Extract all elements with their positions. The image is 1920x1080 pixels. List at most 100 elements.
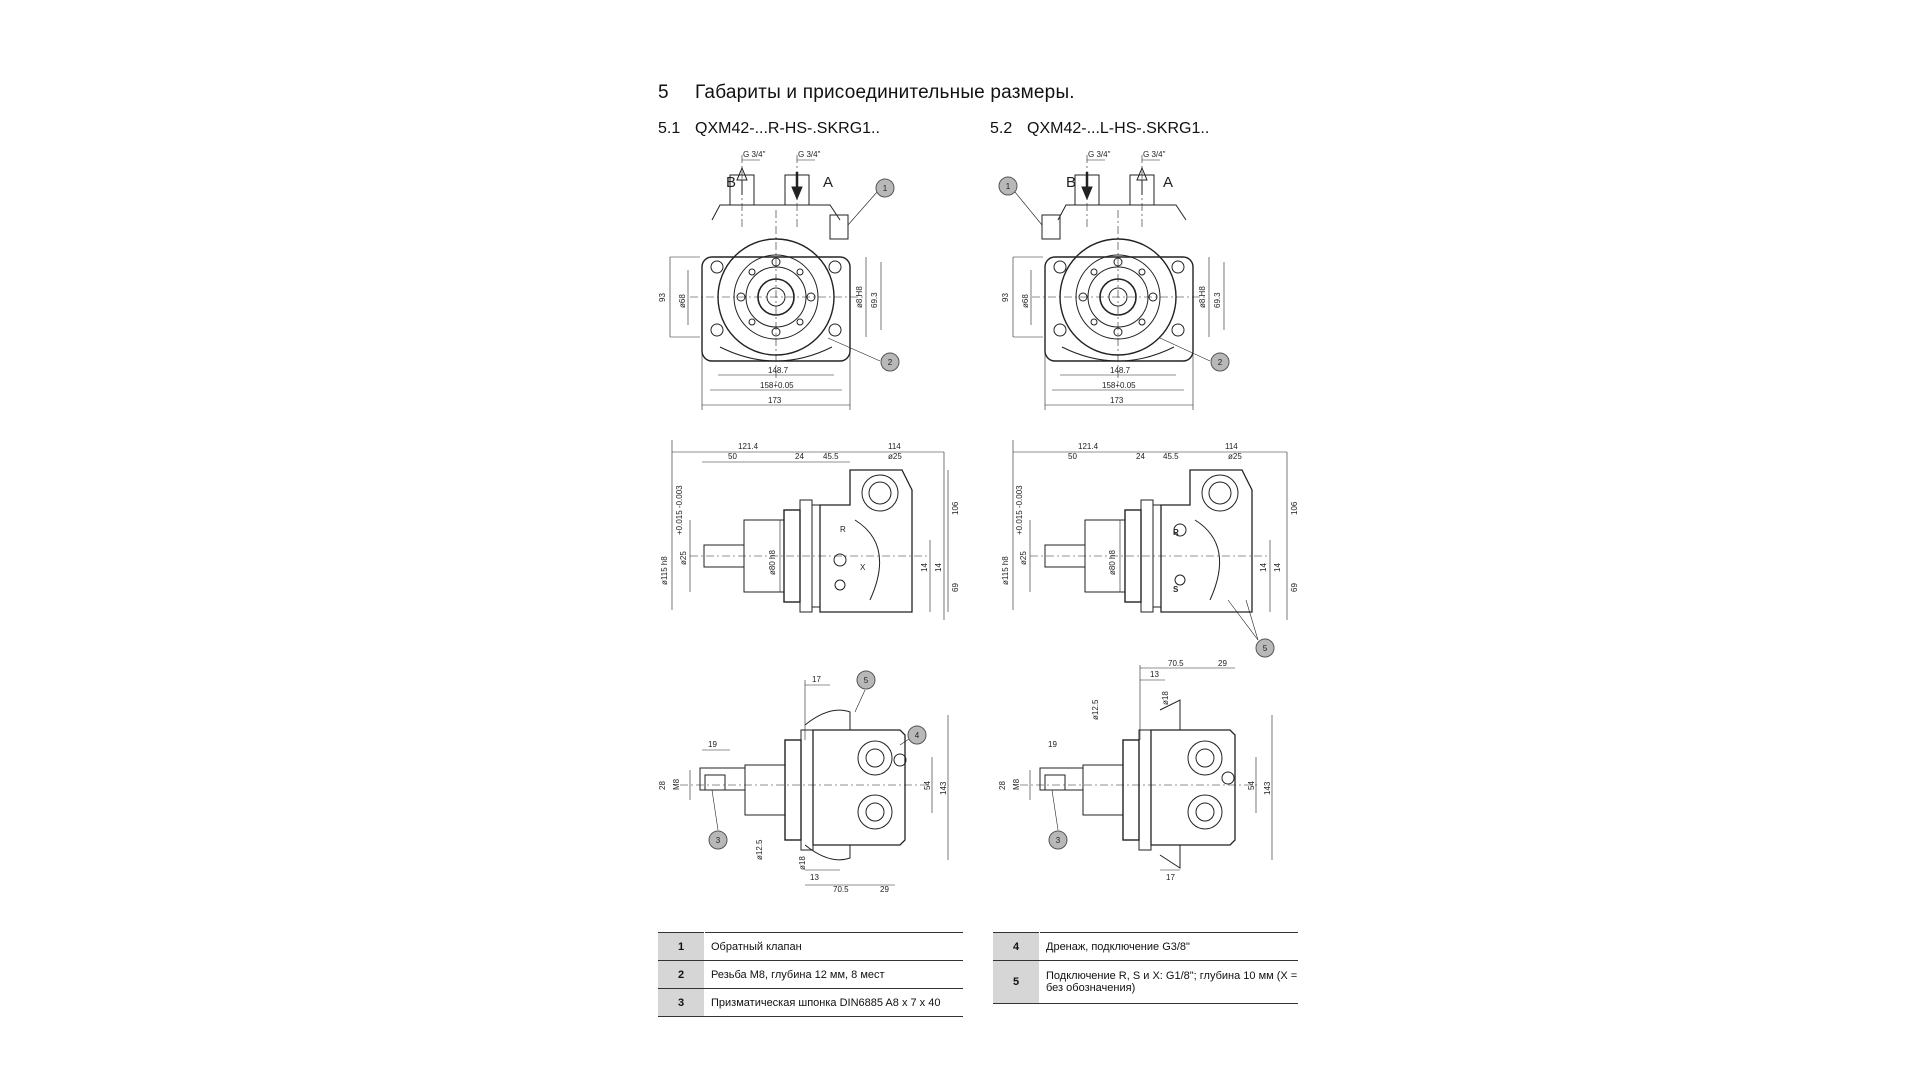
lbl-68-left: ø68 — [678, 294, 687, 308]
legend-row: 2 Резьба M8, глубина 12 мм, 8 мест — [658, 960, 963, 989]
legend-text: Призматическая шпонка DIN6885 A8 x 7 x 4… — [704, 988, 963, 1017]
callout-1-right — [998, 176, 1018, 196]
callout-2-left — [880, 352, 900, 372]
callout-num-5-right: 5 — [1263, 644, 1268, 653]
lbl-8h8-right: ø8 H8 — [1198, 286, 1207, 308]
lbl-port-b-left: B — [726, 174, 736, 191]
lbl-69-3-right: 69.3 — [1213, 292, 1222, 308]
variant-left-text: QXM42-...R-HS-.SKRG1.. — [695, 120, 880, 137]
lbl-port-a-right: A — [1163, 174, 1173, 191]
lbl-tol-right: +0.015 -0.003 — [1015, 485, 1024, 535]
lbl-14b-right: 14 — [1273, 563, 1282, 572]
right-side-view: R S — [1012, 440, 1288, 658]
lbl-m8-left: M8 — [672, 778, 681, 790]
lbl-13-left: 13 — [810, 873, 819, 882]
legend-num: 3 — [658, 988, 705, 1017]
lbl-28-right: 28 — [998, 781, 1007, 790]
right-r-label: R — [1173, 528, 1179, 537]
lbl-12-5-right: ø12.5 — [1091, 699, 1100, 720]
lbl-54-left: 54 — [923, 781, 932, 790]
lbl-14a-left: 14 — [920, 563, 929, 572]
right-front-view — [998, 155, 1230, 410]
lbl-50-right: 50 — [1068, 452, 1077, 461]
lbl-18-left: ø18 — [798, 856, 807, 870]
lbl-g-r1: G 3/4" — [1088, 150, 1111, 159]
legend-text: Резьба M8, глубина 12 мм, 8 мест — [704, 960, 963, 989]
left-front-view — [669, 155, 900, 410]
lbl-143-right: 143 — [1263, 781, 1272, 795]
right-s-label: S — [1173, 585, 1179, 594]
legend-row: 5 Подключение R, S и X: G1/8"; глубина 1… — [993, 960, 1298, 1004]
lbl-tol-left: +0.015 -0.003 — [675, 485, 684, 535]
lbl-g-l2: G 3/4" — [798, 150, 821, 159]
lbl-148-right: 148.7 — [1110, 366, 1131, 375]
lbl-158-left: 158+0.05 — [760, 381, 794, 390]
lbl-g-r2: G 3/4" — [1143, 150, 1166, 159]
lbl-54-right: 54 — [1247, 781, 1256, 790]
callout-4-left — [907, 725, 927, 745]
lbl-18-right: ø18 — [1161, 691, 1170, 705]
lbl-29-right: 29 — [1218, 659, 1227, 668]
left-x-label: X — [860, 563, 866, 572]
lbl-17-right: 17 — [1166, 873, 1175, 882]
left-side-view: R X — [671, 440, 949, 620]
callout-num-3-right: 3 — [1056, 836, 1061, 845]
variant-left-number: 5.1 — [658, 120, 681, 137]
lbl-28-left: 28 — [658, 781, 667, 790]
lbl-148-left: 148.7 — [768, 366, 789, 375]
lbl-106-left: 106 — [951, 501, 960, 515]
legend-num: 1 — [658, 932, 705, 961]
lbl-25-left-top: ø25 — [888, 452, 902, 461]
callout-num-2-right: 2 — [1218, 358, 1223, 367]
callout-3-right — [1048, 830, 1068, 850]
lbl-158-right: 158+0.05 — [1102, 381, 1136, 390]
callout-1-left — [875, 178, 895, 198]
lbl-93-right: 93 — [1001, 293, 1010, 302]
lbl-17-left: 17 — [812, 675, 821, 684]
lbl-93-left: 93 — [658, 293, 667, 302]
section-title-text: Габариты и присоединительные размеры. — [695, 82, 1075, 103]
lbl-115h8-left: ø115 h8 — [660, 556, 669, 585]
callout-num-5-left: 5 — [864, 676, 869, 685]
left-r-label: R — [840, 525, 846, 534]
lbl-29-left: 29 — [880, 885, 889, 894]
lbl-69-3-left: 69.3 — [870, 292, 879, 308]
variant-right-text: QXM42-...L-HS-.SKRG1.. — [1027, 120, 1210, 137]
lbl-19-right: 19 — [1048, 740, 1057, 749]
lbl-24-right: 24 — [1136, 452, 1145, 461]
legend-text: Дренаж, подключение G3/8" — [1039, 932, 1298, 961]
lbl-173-left: 173 — [768, 396, 782, 405]
left-top-view — [680, 670, 949, 886]
lbl-115h8-right: ø115 h8 — [1001, 556, 1010, 585]
lbl-80h8-left: ø80 h8 — [768, 550, 777, 575]
callout-num-2-left: 2 — [888, 358, 893, 367]
lbl-121-right: 121.4 — [1078, 442, 1099, 451]
lbl-68-right: ø68 — [1021, 294, 1030, 308]
legend-num: 4 — [993, 932, 1040, 961]
lbl-14a-right: 14 — [1259, 563, 1268, 572]
lbl-g-l1: G 3/4" — [743, 150, 766, 159]
lbl-173-right: 173 — [1110, 396, 1124, 405]
callout-num-1-left: 1 — [883, 184, 888, 193]
legend-text: Обратный клапан — [704, 932, 963, 961]
legend-row: 3 Призматическая шпонка DIN6885 A8 x 7 x… — [658, 988, 963, 1017]
legend-table-right: 4 Дренаж, подключение G3/8" 5 Подключени… — [993, 932, 1298, 1004]
variant-left-title: 5.1 QXM42-...R-HS-.SKRG1.. — [658, 120, 880, 138]
callout-num-3-left: 3 — [716, 836, 721, 845]
lbl-143-left: 143 — [939, 781, 948, 795]
lbl-25-right: ø25 — [1019, 551, 1028, 565]
lbl-114-right: 114 — [1225, 442, 1238, 451]
lbl-port-b-right: B — [1066, 174, 1076, 191]
lbl-45-left: 45.5 — [823, 452, 839, 461]
callout-num-1-right: 1 — [1006, 182, 1011, 191]
lbl-25-left: ø25 — [679, 551, 688, 565]
lbl-24-left: 24 — [795, 452, 804, 461]
callout-5-left-top — [856, 670, 876, 690]
lbl-25-right-top: ø25 — [1228, 452, 1242, 461]
lbl-114-left: 114 — [888, 442, 901, 451]
lbl-8h8-left: ø8 H8 — [855, 286, 864, 308]
lbl-50-left: 50 — [728, 452, 737, 461]
